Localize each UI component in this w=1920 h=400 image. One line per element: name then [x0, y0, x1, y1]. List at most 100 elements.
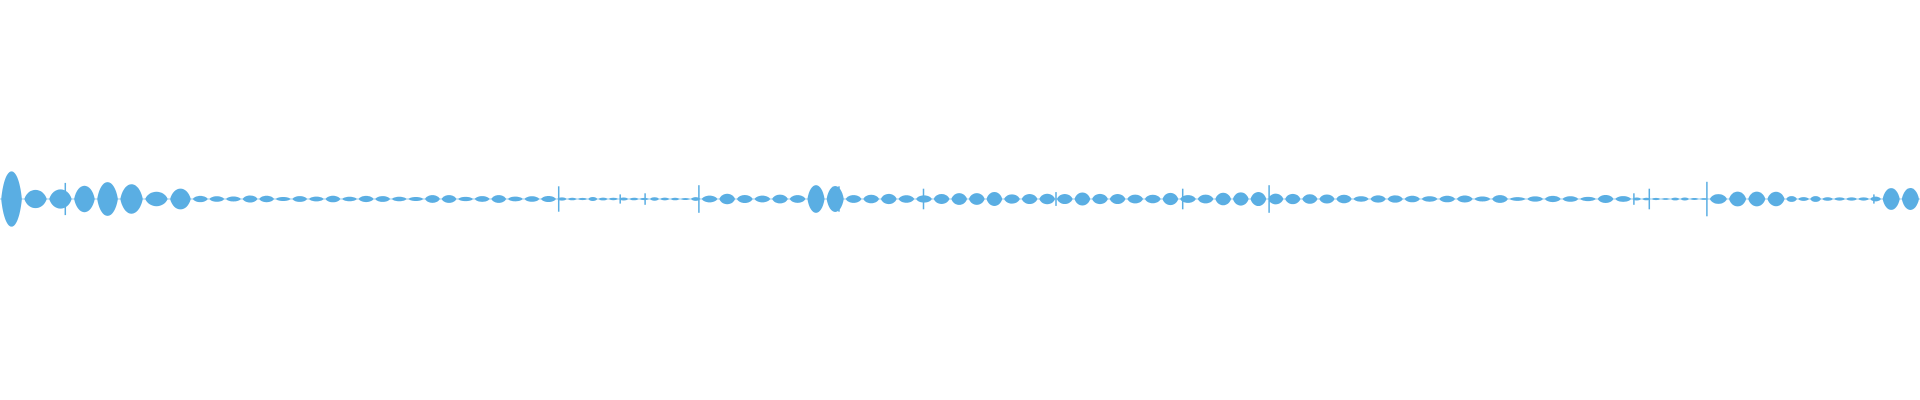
- waveform-envelope: [557, 197, 567, 201]
- waveform-envelope: [807, 185, 825, 213]
- waveform-envelope: [1336, 194, 1352, 204]
- waveform-envelope: [1302, 194, 1318, 204]
- waveform-envelope: [986, 192, 1003, 206]
- waveform-envelope: [577, 197, 588, 201]
- waveform-envelope: [736, 194, 753, 204]
- waveform-envelope: [754, 195, 771, 203]
- waveform-envelope: [391, 196, 407, 202]
- waveform-envelope: [1, 171, 22, 227]
- waveform-envelope: [1822, 197, 1833, 201]
- waveform-spike-layer: [64, 181, 1875, 217]
- waveform-envelope: [1439, 195, 1456, 203]
- waveform-envelope: [1767, 191, 1785, 207]
- waveform-envelope: [1580, 196, 1596, 202]
- waveform-envelope: [192, 195, 208, 203]
- waveform-envelope: [789, 195, 806, 203]
- waveform-envelope: [1004, 194, 1020, 204]
- waveform-envelope: [719, 193, 736, 205]
- waveform-envelope: [507, 196, 523, 202]
- waveform-envelope: [1882, 188, 1900, 210]
- waveform-envelope: [863, 194, 880, 204]
- waveform-envelope: [275, 196, 291, 202]
- waveform-envelope: [408, 196, 424, 202]
- waveform-envelope: [1404, 195, 1420, 203]
- waveform-envelope: [1074, 192, 1091, 206]
- waveform-envelope: [629, 197, 639, 201]
- waveform-envelope: [1285, 193, 1301, 205]
- waveform-envelope: [1597, 195, 1614, 203]
- waveform-blob-layer: [1, 171, 1919, 227]
- waveform-envelope: [1810, 196, 1821, 202]
- waveform-envelope: [1670, 197, 1680, 201]
- waveform-envelope: [1680, 197, 1690, 201]
- waveform-envelope: [1319, 194, 1335, 204]
- waveform-envelope: [474, 196, 490, 202]
- waveform-envelope: [1509, 197, 1526, 201]
- waveform-envelope: [660, 197, 670, 201]
- waveform-envelope: [1162, 192, 1179, 206]
- waveform-envelope: [342, 196, 357, 202]
- waveform-envelope: [1268, 193, 1284, 205]
- waveform-envelope: [49, 189, 72, 209]
- waveform-envelope: [1709, 194, 1727, 204]
- waveform-envelope: [1250, 191, 1267, 207]
- waveform-envelope: [1144, 194, 1161, 204]
- waveform-envelope: [933, 194, 950, 204]
- waveform-envelope: [325, 195, 341, 203]
- waveform-envelope: [968, 193, 985, 205]
- waveform-envelope: [1370, 195, 1386, 203]
- waveform-envelope: [97, 182, 118, 216]
- waveform-envelope: [1474, 196, 1491, 202]
- waveform-envelope: [649, 197, 660, 201]
- waveform-envelope: [170, 188, 191, 210]
- waveform-envelope: [1870, 196, 1881, 202]
- waveform-envelope: [308, 196, 324, 202]
- waveform-envelope: [1690, 198, 1699, 200]
- waveform-envelope: [691, 197, 701, 201]
- waveform-envelope: [1544, 195, 1561, 203]
- waveform-envelope: [425, 195, 440, 203]
- waveform-envelope: [1858, 197, 1869, 201]
- waveform-envelope: [598, 197, 608, 201]
- waveform-envelope: [880, 193, 897, 205]
- waveform-envelope: [898, 195, 915, 203]
- waveform-envelope: [567, 197, 577, 201]
- waveform-envelope: [1127, 194, 1144, 204]
- waveform-envelope: [1215, 192, 1232, 206]
- waveform-envelope: [458, 196, 474, 202]
- waveform-envelope: [1232, 192, 1249, 206]
- waveform-envelope: [951, 193, 968, 205]
- waveform-envelope: [375, 196, 391, 202]
- waveform-envelope: [845, 195, 862, 203]
- waveform-envelope: [145, 191, 168, 207]
- waveform-envelope: [1456, 195, 1473, 203]
- waveform-envelope: [680, 197, 690, 201]
- waveform-envelope: [292, 196, 308, 202]
- waveform-envelope: [242, 195, 258, 203]
- waveform-envelope: [120, 184, 143, 214]
- waveform-envelope: [226, 196, 241, 202]
- waveform-envelope: [588, 197, 598, 201]
- waveform-envelope: [1092, 193, 1108, 205]
- waveform-envelope: [1039, 193, 1056, 205]
- waveform-envelope: [1786, 196, 1797, 202]
- waveform-envelope: [701, 195, 718, 203]
- waveform-envelope: [608, 197, 618, 201]
- waveform-envelope: [441, 195, 457, 203]
- waveform-envelope: [1197, 194, 1214, 204]
- waveform-envelope: [1615, 196, 1632, 202]
- waveform-envelope: [1421, 196, 1438, 202]
- waveform-envelope: [524, 196, 540, 202]
- waveform-envelope: [1109, 193, 1126, 205]
- waveform-envelope: [826, 186, 844, 212]
- waveform-envelope: [1387, 195, 1403, 203]
- waveform-envelope: [1798, 197, 1809, 201]
- waveform-envelope: [541, 196, 556, 202]
- waveform-envelope: [1901, 188, 1919, 210]
- waveform-envelope: [639, 197, 649, 201]
- waveform-envelope: [619, 197, 629, 201]
- waveform-envelope: [209, 196, 225, 202]
- waveform-envelope: [1729, 191, 1747, 207]
